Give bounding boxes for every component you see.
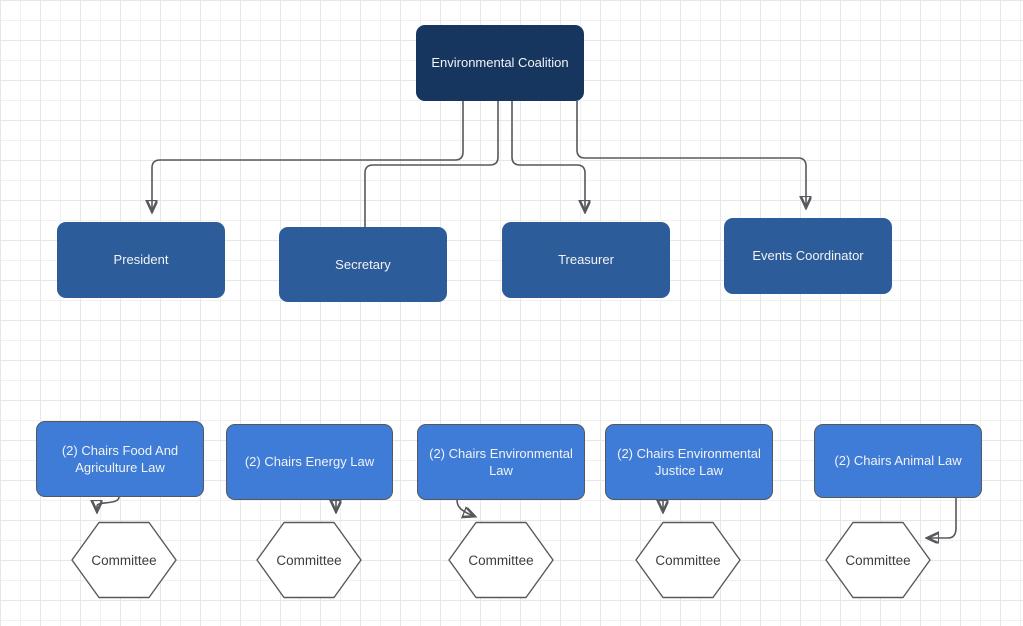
node-environmental-coalition[interactable]: Environmental Coalition (416, 25, 584, 101)
node-label: Treasurer (558, 252, 614, 268)
hexagon-shape (256, 521, 362, 599)
node-chairs-environmental-justice-law[interactable]: (2) Chairs Environmental Justice Law (605, 424, 773, 500)
node-label: (2) Chairs Environmental Law (429, 445, 573, 478)
connector-root-treasurer[interactable] (511, 101, 585, 211)
hexagon-shape (448, 521, 554, 599)
node-label: Events Coordinator (752, 248, 864, 264)
connector-root-president[interactable] (152, 101, 464, 211)
node-chairs-animal-law[interactable]: (2) Chairs Animal Law (814, 424, 982, 498)
connector-chair5-committee5[interactable] (928, 498, 957, 538)
node-secretary[interactable]: Secretary (279, 227, 447, 302)
node-label: (2) Chairs Environmental Justice Law (617, 445, 761, 478)
node-label: (2) Chairs Animal Law (834, 453, 962, 469)
node-label: (2) Chairs Energy Law (244, 454, 375, 470)
connector-root-secretary[interactable] (364, 101, 499, 227)
node-label: Environmental Coalition (431, 55, 569, 71)
node-committee-2[interactable]: Committee (256, 520, 362, 600)
node-chairs-energy-law[interactable]: (2) Chairs Energy Law (226, 424, 393, 500)
node-committee-3[interactable]: Committee (448, 520, 554, 600)
node-treasurer[interactable]: Treasurer (502, 222, 670, 298)
node-label: Committee (276, 552, 342, 568)
node-label: Committee (468, 552, 534, 568)
node-committee-4[interactable]: Committee (635, 520, 741, 600)
connector-root-events-coordinator[interactable] (576, 101, 806, 207)
connector-chair3-committee3[interactable] (456, 499, 474, 516)
node-label: President (113, 252, 169, 268)
node-label: Secretary (335, 256, 391, 272)
hexagon-shape (635, 521, 741, 599)
node-chairs-food-agriculture-law[interactable]: (2) Chairs Food And Agriculture Law (36, 421, 204, 497)
node-chairs-environmental-law[interactable]: (2) Chairs Environmental Law (417, 424, 585, 500)
node-committee-5[interactable]: Committee (825, 520, 931, 600)
node-events-coordinator[interactable]: Events Coordinator (724, 218, 892, 294)
hexagon-shape (71, 521, 177, 599)
node-label: (2) Chairs Food And Agriculture Law (61, 442, 179, 475)
node-president[interactable]: President (57, 222, 225, 298)
node-label: Committee (91, 552, 157, 568)
node-committee-1[interactable]: Committee (71, 520, 177, 600)
node-label: Committee (655, 552, 721, 568)
connector-chair1-committee1[interactable] (97, 496, 120, 511)
node-label: Committee (845, 552, 911, 568)
hexagon-shape (825, 521, 931, 599)
